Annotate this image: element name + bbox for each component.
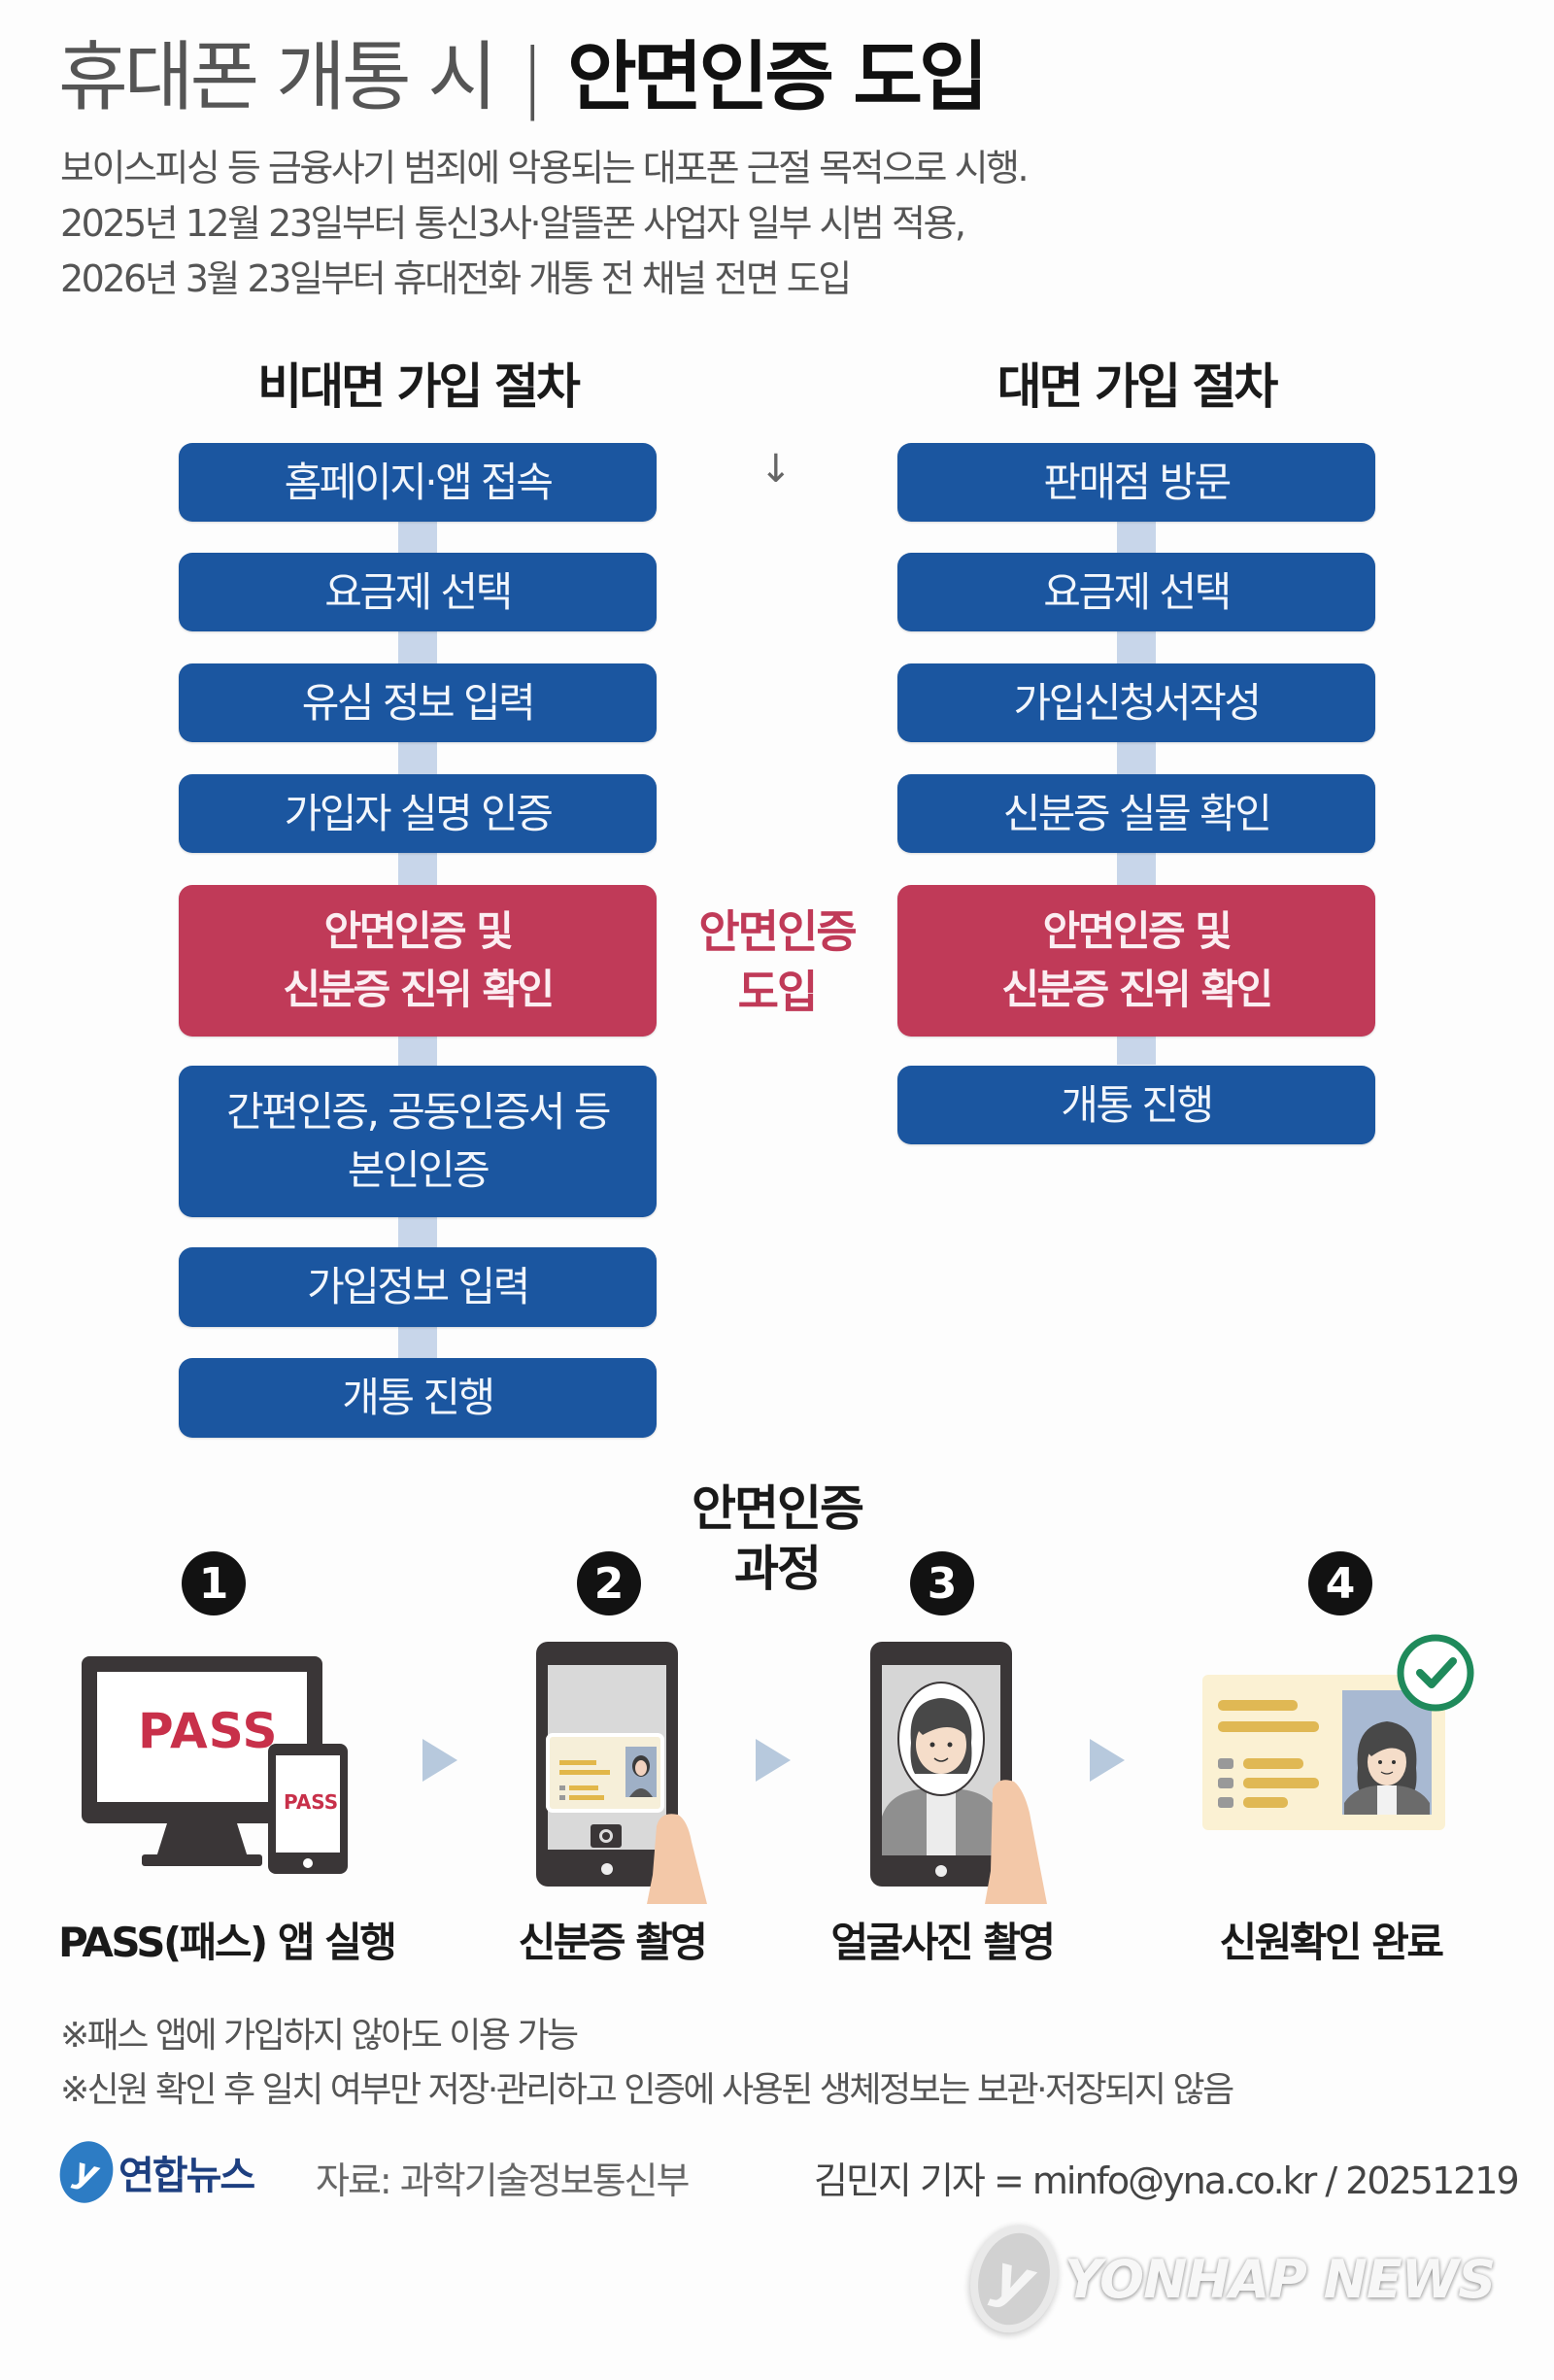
left-step-5-face-auth: 안면인증 및 신분증 진위 확인	[179, 885, 657, 1037]
left-step-4: 가입자 실명 인증	[179, 774, 657, 853]
title-separator: |	[519, 34, 545, 121]
left-step-2: 요금제 선택	[179, 553, 657, 631]
face-auth-introduction-label: 안면인증 도입	[680, 901, 874, 1022]
title-bold: 안면인증 도입	[567, 34, 989, 121]
heading-line: 안면인증	[692, 1480, 864, 1537]
pass-logo-small: PASS	[284, 1790, 339, 1814]
title-light: 휴대폰 개통 시	[58, 34, 497, 121]
left-step-3: 유심 정보 입력	[179, 663, 657, 742]
step-text: 개통 진행	[342, 1374, 495, 1421]
right-step-4: 신분증 실물 확인	[897, 774, 1375, 853]
yonhap-mark-icon: y	[52, 2135, 120, 2209]
step-text: 안면인증 및	[323, 907, 514, 955]
label-line: 안면인증	[698, 905, 857, 958]
left-step-7: 가입정보 입력	[179, 1247, 657, 1327]
source-text: 자료: 과학기술정보통신부	[316, 2159, 690, 2202]
step-number-1: 1	[182, 1551, 246, 1615]
step-arrow-icon	[422, 1739, 457, 1782]
left-step-6: 간편인증, 공동인증서 등 본인인증	[179, 1066, 657, 1217]
right-step-1: 판매점 방문	[897, 443, 1375, 522]
process-heading: 안면인증 과정	[660, 1479, 894, 1599]
credit-text: 김민지 기자 = minfo@yna.co.kr / 20251219	[814, 2159, 1520, 2202]
id-card-verified-check-icon	[1199, 1632, 1480, 1836]
step-text: 가입신청서작성	[1013, 678, 1262, 727]
watermark-mark-icon: y	[959, 2215, 1069, 2343]
step-text: 홈페이지·앱 접속	[284, 458, 554, 506]
step-number-3: 3	[910, 1551, 974, 1615]
step-text: 요금제 선택	[324, 567, 513, 616]
label-line: 도입	[737, 966, 819, 1018]
yonhap-logo: y 연합뉴스	[52, 2135, 255, 2209]
step-text: 요금제 선택	[1043, 567, 1232, 616]
right-column-heading: 대면 가입 절차	[997, 358, 1279, 415]
phone-id-card-camera-icon	[532, 1642, 726, 1904]
subtitle-line: 2026년 3월 23일부터 휴대전화 개통 전 채널 전면 도입	[60, 257, 852, 300]
monitor-phone-pass-icon: PASS PASS	[80, 1656, 352, 1880]
pass-logo-large: PASS	[138, 1703, 279, 1759]
left-step-1: 홈페이지·앱 접속	[179, 443, 657, 522]
step-label-2: 신분증 촬영	[518, 1919, 708, 1966]
step-text: 유심 정보 입력	[301, 678, 536, 727]
right-step-3: 가입신청서작성	[897, 663, 1375, 742]
step-text: 안면인증 및	[1042, 907, 1233, 955]
step-text: 신분증 실물 확인	[1002, 789, 1272, 837]
subtitle-line: 2025년 12월 23일부터 통신3사·알뜰폰 사업자 일부 시범 적용,	[60, 202, 966, 245]
step-arrow-icon	[756, 1739, 791, 1782]
step-text: 개통 진행	[1061, 1080, 1214, 1129]
step-text: 가입정보 입력	[307, 1263, 530, 1310]
down-arrow-icon: ↓	[760, 447, 793, 492]
step-text: 본인인증	[347, 1146, 490, 1194]
footnote: ※패스 앱에 가입하지 않아도 이용 가능	[60, 2016, 579, 2056]
step-number-4: 4	[1308, 1551, 1372, 1615]
yonhap-watermark: y YONHAP NEWS	[959, 2215, 1496, 2343]
step-text: 판매점 방문	[1043, 458, 1232, 506]
footnote: ※신원 확인 후 일치 여부만 저장·관리하고 인증에 사용된 생체정보는 보관…	[60, 2070, 1234, 2110]
watermark-text: YONHAP NEWS	[1064, 2248, 1496, 2310]
heading-line: 과정	[734, 1541, 822, 1597]
footnotes: ※패스 앱에 가입하지 않아도 이용 가능 ※신원 확인 후 일치 여부만 저장…	[60, 2009, 1234, 2118]
left-step-8: 개통 진행	[179, 1358, 657, 1438]
page-title: 휴대폰 개통 시 | 안면인증 도입	[58, 34, 989, 121]
subtitle-line: 보이스피싱 등 금융사기 범죄에 악용되는 대포폰 근절 목적으로 시행.	[60, 147, 1030, 189]
right-step-5-face-auth: 안면인증 및 신분증 진위 확인	[897, 885, 1375, 1037]
right-step-2: 요금제 선택	[897, 553, 1375, 631]
step-label-1: PASS(패스) 앱 실행	[58, 1919, 397, 1966]
left-column-heading: 비대면 가입 절차	[257, 358, 581, 415]
step-text: 간편인증, 공동인증서 등	[226, 1088, 611, 1136]
step-text: 신분증 진위 확인	[1001, 966, 1273, 1013]
phone-face-capture-icon	[868, 1642, 1063, 1904]
step-label-3: 얼굴사진 촬영	[830, 1919, 1056, 1966]
subtitle: 보이스피싱 등 금융사기 범죄에 악용되는 대포폰 근절 목적으로 시행. 20…	[60, 141, 1030, 307]
step-number-2: 2	[577, 1551, 641, 1615]
step-text: 신분증 진위 확인	[283, 966, 555, 1013]
step-text: 가입자 실명 인증	[284, 789, 554, 837]
step-arrow-icon	[1090, 1739, 1125, 1782]
right-step-6: 개통 진행	[897, 1066, 1375, 1144]
step-label-4: 신원확인 완료	[1219, 1919, 1444, 1966]
yonhap-name: 연합뉴스	[118, 2154, 255, 2198]
